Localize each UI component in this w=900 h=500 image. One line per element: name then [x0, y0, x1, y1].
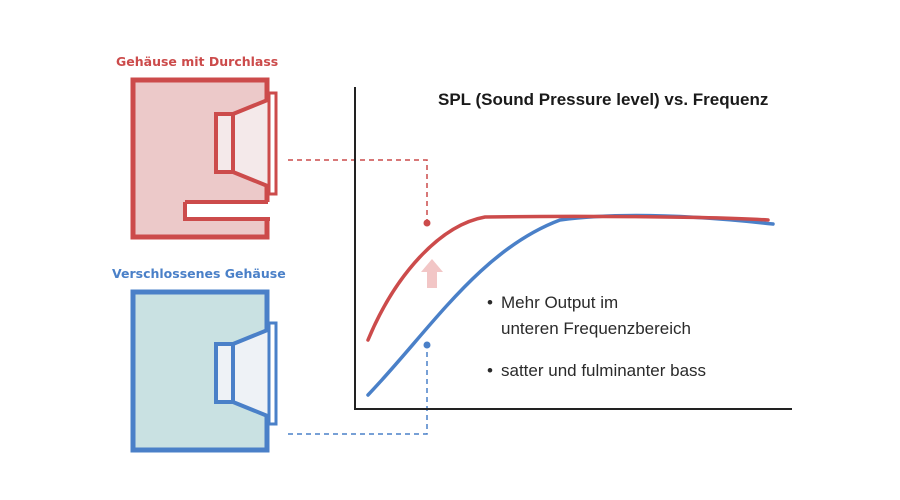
up-arrow-icon	[421, 259, 443, 288]
bullet-item: • Mehr Output im unteren Frequenzbereich	[487, 290, 691, 342]
ported-enclosure	[130, 77, 278, 240]
ported-marker-dot	[423, 219, 431, 227]
ported-connector-line	[288, 159, 428, 220]
bullet-marker: •	[487, 361, 493, 380]
speaker-driver-icon	[214, 91, 278, 196]
bullet-text: satter und fulminanter bass	[501, 361, 707, 380]
ported-port-outline	[183, 202, 270, 221]
sealed-connector-line	[288, 348, 428, 435]
ported-port-opening	[185, 202, 270, 219]
bullet-text: Mehr Output im	[501, 293, 619, 312]
bullet-marker: •	[487, 293, 493, 312]
sealed-enclosure-label: Verschlossenes Gehäuse	[112, 266, 286, 281]
chart-title: SPL (Sound Pressure level) vs. Frequenz	[438, 90, 769, 109]
ported-spl-curve	[366, 214, 770, 342]
bullet-item: • satter und fulminanter bass	[487, 358, 706, 384]
sealed-enclosure	[130, 289, 278, 453]
ported-enclosure-label: Gehäuse mit Durchlass	[116, 54, 279, 69]
sealed-marker-dot	[423, 341, 431, 349]
speaker-driver-icon	[214, 321, 278, 426]
bullet-text-continued: unteren Frequenzbereich	[501, 319, 691, 338]
